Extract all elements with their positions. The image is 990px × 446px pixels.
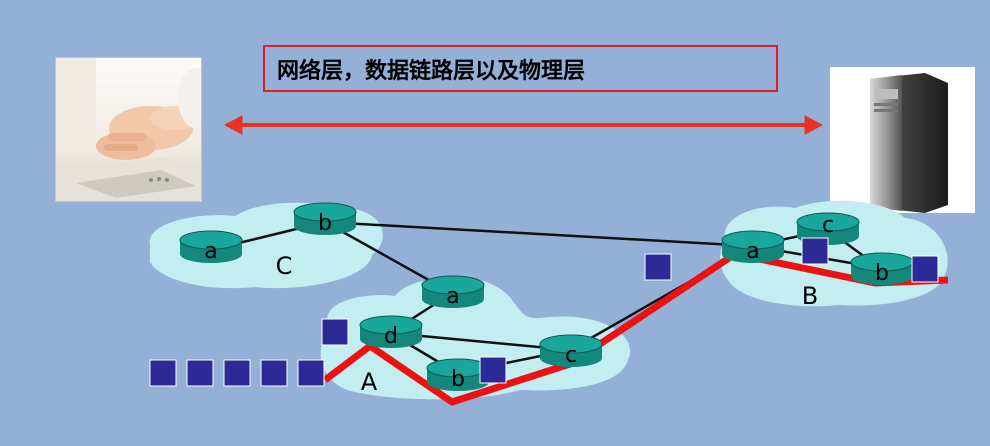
router-c-a-icon bbox=[179, 230, 243, 263]
packet bbox=[644, 253, 672, 281]
router-c-b-label: b bbox=[318, 211, 332, 236]
router-b-a-icon bbox=[721, 230, 785, 263]
packet bbox=[149, 359, 177, 387]
router-a-b-icon bbox=[426, 358, 490, 391]
router-b-b-icon bbox=[850, 252, 914, 285]
router-a-c-icon bbox=[539, 334, 603, 367]
router-b-c-label: c bbox=[822, 213, 834, 238]
layer-title: 网络层，数据链路层以及物理层 bbox=[263, 45, 778, 92]
router-a-a-icon bbox=[421, 275, 485, 308]
router-a-d-icon bbox=[359, 315, 423, 348]
router-c-b-icon bbox=[293, 202, 357, 235]
packets bbox=[149, 237, 939, 387]
packet bbox=[223, 359, 251, 387]
server-host-icon bbox=[830, 67, 975, 213]
router-a-d-label: d bbox=[384, 324, 398, 349]
packet bbox=[260, 359, 288, 387]
packet bbox=[801, 237, 829, 265]
router-a-c-label: c bbox=[565, 343, 577, 368]
packet bbox=[479, 356, 507, 384]
packet bbox=[321, 318, 349, 346]
router-b-b-label: b bbox=[875, 261, 889, 286]
packet bbox=[297, 359, 325, 387]
network-c-label: C bbox=[276, 252, 293, 280]
router-a-a-label: a bbox=[446, 284, 459, 309]
laptop-host-icon bbox=[55, 57, 202, 202]
router-a-b-label: b bbox=[451, 367, 465, 392]
packet bbox=[911, 255, 939, 283]
packet bbox=[186, 359, 214, 387]
router-b-a-label: a bbox=[746, 239, 759, 264]
double-arrow bbox=[223, 115, 824, 135]
router-c-a-label: a bbox=[204, 239, 217, 264]
network-b-label: B bbox=[802, 282, 818, 310]
network-a-label: A bbox=[361, 368, 378, 396]
